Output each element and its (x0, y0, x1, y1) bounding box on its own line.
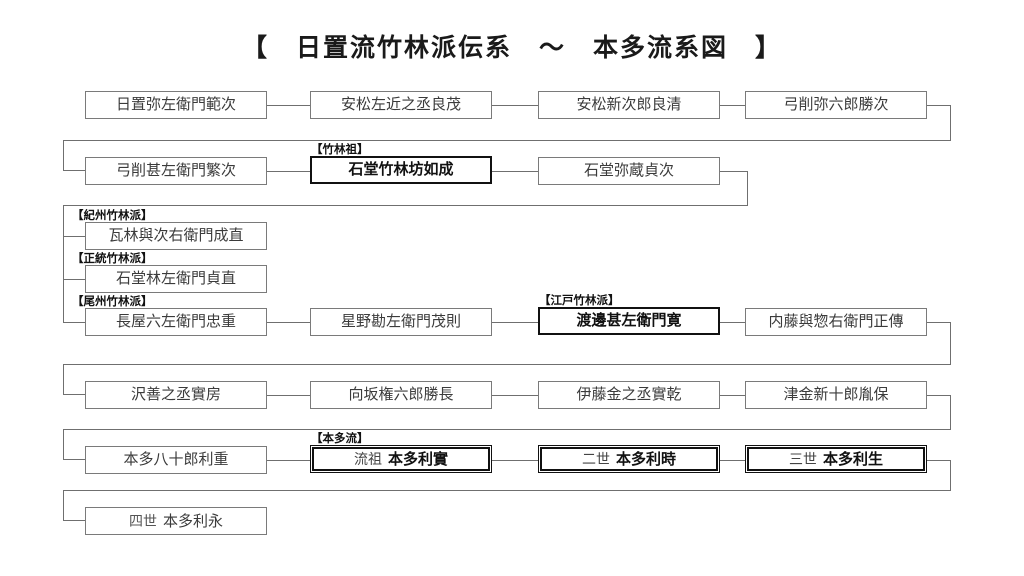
connector-h-n19-n20 (492, 460, 538, 461)
node-kosaka-gonrokuro-katsunaga[interactable]: 向坂権六郎勝長 (310, 381, 492, 409)
node-honda-hachijuro-toshishige[interactable]: 本多八十郎利重 (85, 446, 267, 474)
connector-h-n02-n03 (492, 105, 538, 106)
connector-wrap4-out (927, 395, 951, 396)
node-label: 安松新次郎良清 (576, 96, 682, 113)
connector-wrap1-across (63, 140, 951, 141)
connector-h-n14-n15 (267, 395, 310, 396)
connector-wrap3-down (950, 322, 951, 364)
connector-wrap5-down (950, 460, 951, 491)
node-label: 本多利時 (615, 451, 676, 468)
tag-chikurin-so: 【竹林祖】 (311, 144, 369, 156)
node-yasumatsu-shinjiro-yoshikiyo[interactable]: 安松新次郎良清 (538, 91, 720, 119)
connector-wrap3-out (927, 322, 951, 323)
connector-h-n16-n17 (720, 395, 765, 396)
node-label: 弓削甚左衛門繁次 (115, 162, 236, 179)
connector-h-n15-n16 (492, 395, 538, 396)
connector-wrap3-across (63, 364, 951, 365)
node-watanabe-jinzaemon-kan[interactable]: 渡邊甚左衛門寛 (538, 307, 720, 335)
node-yasumatsu-sakon-yoshishige[interactable]: 安松左近之丞良茂 (310, 91, 492, 119)
connector-wrap1-down (950, 105, 951, 140)
connector-wrap1-out (927, 105, 951, 106)
node-generation: 二世 (581, 451, 610, 467)
node-label: 安松左近之丞良茂 (340, 96, 461, 113)
tag-kishu-chikurin-ha: 【紀州竹林派】 (72, 210, 153, 222)
node-honda-toshitoki[interactable]: 二世本多利時 (538, 445, 720, 473)
connector-branch-kishu (63, 236, 85, 237)
node-honda-toshinaga[interactable]: 四世本多利永 (85, 507, 267, 535)
connector-wrap2-across (63, 205, 748, 206)
node-label: 本多利實 (387, 451, 448, 468)
node-sawa-zennojo-sanefusa[interactable]: 沢善之丞實房 (85, 381, 267, 409)
node-label: 渡邊甚左衛門寛 (576, 312, 682, 329)
tag-seito-chikurin-ha: 【正統竹林派】 (72, 253, 153, 265)
connector-wrap5-across (63, 490, 951, 491)
connector-h-n03-n04 (720, 105, 765, 106)
connector-branch-seito (63, 279, 85, 280)
connector-h-n20-n21 (720, 460, 765, 461)
page-title: 【 日置流竹林派伝系 ～ 本多流系図 】 (241, 34, 782, 62)
node-label: 内藤與惣右衛門正傳 (768, 313, 904, 330)
node-ishido-chikurinbo-josei[interactable]: 石堂竹林坊如成 (310, 156, 492, 184)
connector-wrap3-in (63, 394, 85, 395)
node-honda-toshizane[interactable]: 流祖本多利實 (310, 445, 492, 473)
connector-wrap5-drop (63, 490, 64, 521)
node-label: 日置弥左衛門範次 (115, 96, 236, 113)
connector-wrap1-drop (63, 140, 64, 171)
node-label: 星野勘左衛門茂則 (340, 313, 461, 330)
node-ito-kinnojo-sanekan[interactable]: 伊藤金之丞實乾 (538, 381, 720, 409)
node-nagaya-rokuzaemon-tadashige[interactable]: 長屋六左衛門忠重 (85, 308, 267, 336)
node-label: 本多八十郎利重 (123, 451, 229, 468)
node-generation: 三世 (788, 451, 817, 467)
connector-wrap4-down (950, 395, 951, 430)
node-label: 本多利生 (822, 451, 883, 468)
node-yuge-yarokuro-katsutsugu[interactable]: 弓削弥六郎勝次 (745, 91, 927, 119)
connector-h-n06-n07 (492, 171, 538, 172)
connector-wrap2-down (747, 171, 748, 206)
node-tsugane-shinjuro-tanemori[interactable]: 津金新十郎胤保 (745, 381, 927, 409)
node-label: 向坂権六郎勝長 (348, 386, 454, 403)
connector-h-n18-n19 (267, 460, 310, 461)
connector-wrap3-drop (63, 364, 64, 395)
connector-h-n10-n11 (267, 322, 310, 323)
node-generation: 流祖 (353, 451, 382, 467)
node-label: 石堂林左衛門貞直 (115, 270, 236, 287)
connector-h-n01-n02 (267, 105, 310, 106)
node-label: 長屋六左衛門忠重 (115, 313, 236, 330)
connector-wrap5-in (63, 520, 85, 521)
connector-h-n11-n12 (492, 322, 538, 323)
connector-branch-trunk (63, 205, 64, 323)
node-label: 沢善之丞實房 (130, 386, 221, 403)
node-hoshino-kanzaemon-shigenori[interactable]: 星野勘左衛門茂則 (310, 308, 492, 336)
connector-h-n12-n13 (720, 322, 765, 323)
connector-h-n05-n06 (267, 171, 310, 172)
connector-wrap5-out (927, 460, 951, 461)
tag-edo-chikurin-ha: 【江戸竹林派】 (539, 295, 620, 307)
connector-wrap4-in (63, 459, 85, 460)
node-label: 伊藤金之丞實乾 (576, 386, 682, 403)
node-label: 津金新十郎胤保 (783, 386, 889, 403)
node-label: 瓦林與次右衛門成直 (108, 227, 244, 244)
node-yuge-jinzaemon-shigetsugu[interactable]: 弓削甚左衛門繁次 (85, 157, 267, 185)
node-kawarabayashi-yoji-uemon-narinao[interactable]: 瓦林與次右衛門成直 (85, 222, 267, 250)
node-label: 弓削弥六郎勝次 (783, 96, 889, 113)
node-ishido-yazo-sadatsugu[interactable]: 石堂弥蔵貞次 (538, 157, 720, 185)
tag-honda-ryu: 【本多流】 (311, 433, 369, 445)
connector-wrap4-across (63, 429, 951, 430)
connector-wrap2-out (720, 171, 748, 172)
node-generation: 四世 (128, 513, 157, 529)
connector-branch-bishu (63, 322, 85, 323)
node-naito-yoso-uemon-masatsugu[interactable]: 内藤與惣右衛門正傳 (745, 308, 927, 336)
tag-bishu-chikurin-ha: 【尾州竹林派】 (72, 296, 153, 308)
node-label: 石堂竹林坊如成 (348, 161, 454, 178)
node-honda-toshio[interactable]: 三世本多利生 (745, 445, 927, 473)
connector-wrap1-in (63, 170, 85, 171)
node-hiki-yazaemon-noritsugu[interactable]: 日置弥左衛門範次 (85, 91, 267, 119)
node-label: 本多利永 (162, 513, 223, 530)
node-label: 石堂弥蔵貞次 (583, 162, 674, 179)
node-ishido-rinzaemon-sadanao[interactable]: 石堂林左衛門貞直 (85, 265, 267, 293)
connector-wrap4-drop (63, 429, 64, 460)
